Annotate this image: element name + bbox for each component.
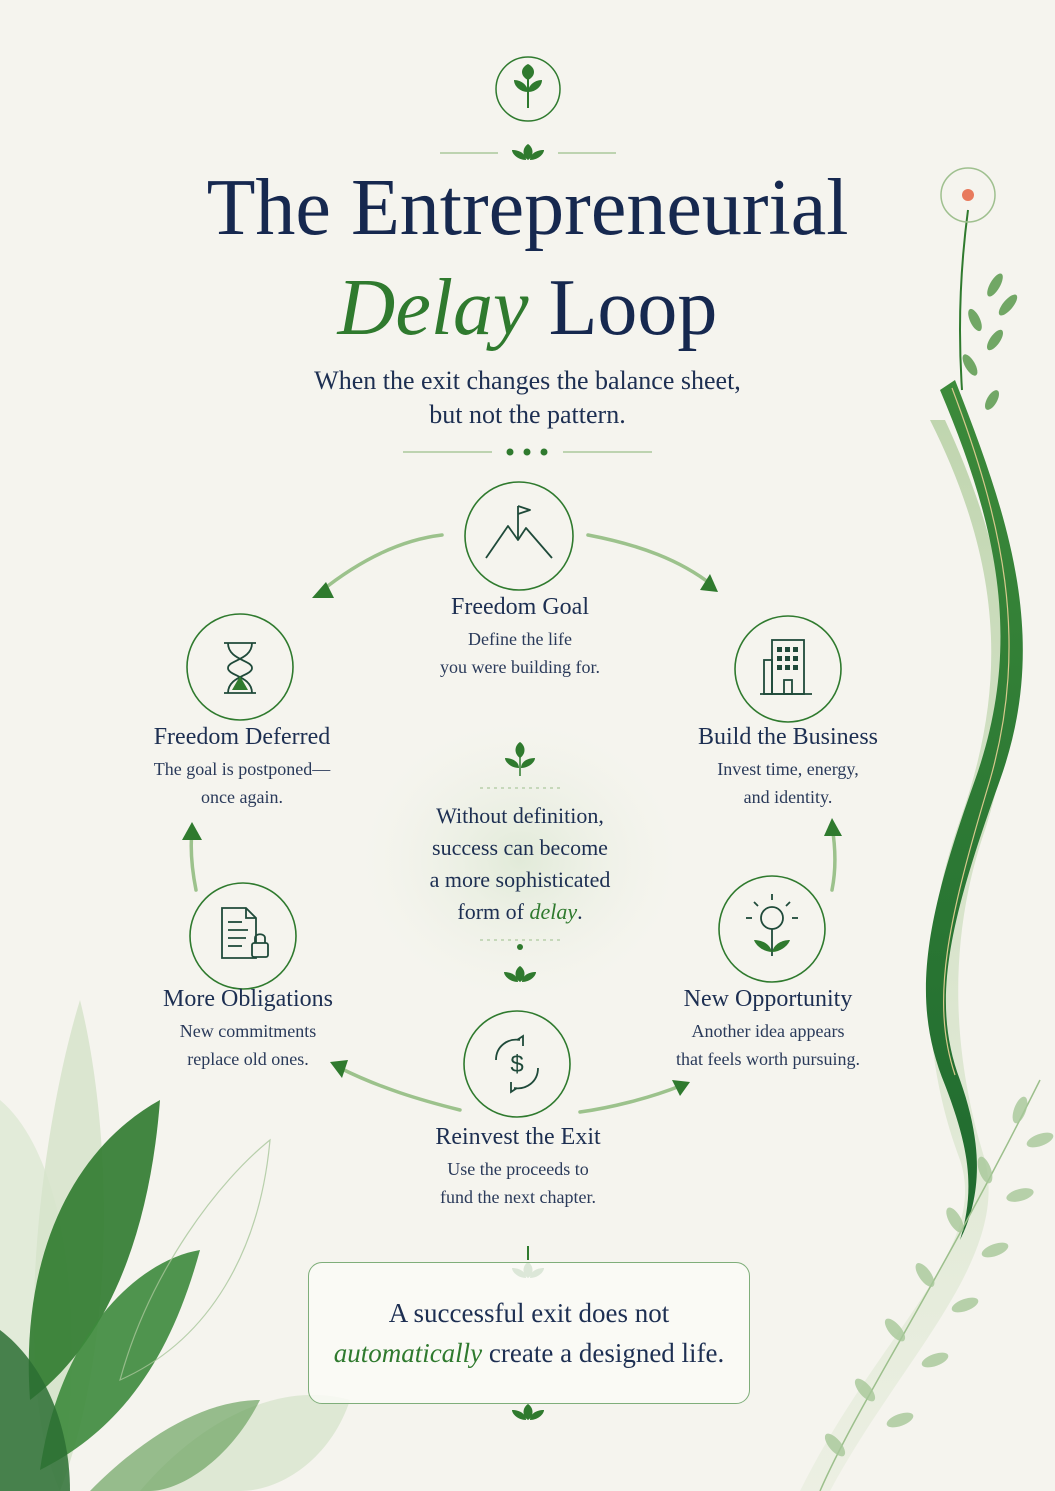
node-title: New Opportunity <box>683 986 853 1012</box>
vine-leaves-top <box>962 273 1018 410</box>
node-desc-line2: and identity. <box>743 787 833 807</box>
center-line2: success can become <box>432 835 608 860</box>
center-accent-word: delay <box>529 899 578 924</box>
vine-dark-ribbon <box>925 380 1023 1240</box>
node-desc-line1: Another idea appears <box>691 1021 845 1041</box>
vine-stem <box>959 209 969 391</box>
center-line4-suffix: . <box>577 899 583 924</box>
fern-leaves <box>824 1096 1054 1457</box>
top-ring <box>495 56 561 122</box>
node-more-obligations: More Obligations New commitments replace… <box>108 986 388 1073</box>
center-line1: Without definition, <box>436 803 604 828</box>
vine-light-ribbon <box>800 420 1010 1491</box>
node-circles <box>186 481 842 1118</box>
node-desc-line1: Define the life <box>468 629 572 649</box>
circle-new-opportunity <box>718 875 826 983</box>
mountain-flag-icon <box>485 505 553 559</box>
node-new-opportunity: New Opportunity Another idea appears tha… <box>628 986 908 1073</box>
center-top-sprout-icon <box>505 742 535 776</box>
center-line3: a more sophisticated <box>429 867 611 892</box>
arrow-goal-to-build <box>586 533 714 587</box>
node-build-business: Build the Business Invest time, energy, … <box>648 724 928 811</box>
callout-line2: automatically create a designed life. <box>309 1333 749 1373</box>
node-title: Freedom Goal <box>451 594 589 620</box>
circle-freedom-deferred <box>186 613 294 721</box>
node-desc-line2: fund the next chapter. <box>440 1187 596 1207</box>
callout-line1: A successful exit does not <box>388 1298 670 1328</box>
hourglass-icon <box>224 642 256 694</box>
subtitle-line1: When the exit changes the balance sheet, <box>314 366 741 395</box>
node-desc-line2: replace old ones. <box>187 1049 309 1069</box>
node-title: Freedom Deferred <box>153 724 331 750</box>
center-dot <box>517 944 523 950</box>
node-title: More Obligations <box>163 986 333 1012</box>
page-title-line2: Delay Loop <box>0 268 1055 348</box>
leaves-bottom-left <box>0 1000 350 1491</box>
hourglass-sand <box>232 676 248 690</box>
divider-dot <box>540 448 548 456</box>
vine-top-ring <box>940 167 996 223</box>
callout-text: A successful exit does not automatically… <box>309 1293 749 1373</box>
node-desc-line1: Use the proceeds to <box>447 1159 589 1179</box>
divider-dot <box>506 448 514 456</box>
document-lock-icon <box>221 907 269 959</box>
lightbulb-sprout-icon <box>746 894 798 956</box>
lightbulb-leaves <box>754 940 790 952</box>
top-sprout-icon <box>514 64 542 108</box>
center-line4-prefix: form of <box>457 899 530 924</box>
building-icon <box>760 639 812 695</box>
divider-dot <box>523 448 531 456</box>
node-desc-line1: New commitments <box>179 1021 317 1041</box>
node-title: Build the Business <box>697 724 878 750</box>
center-line4: form of delay. <box>380 896 660 928</box>
node-desc-line2: once again. <box>201 787 283 807</box>
callout-line2-rest: create a designed life. <box>482 1338 725 1368</box>
callout-accent-word: automatically <box>333 1338 483 1368</box>
center-glow <box>360 720 680 1000</box>
center-message: Without definition, success can become a… <box>380 800 660 928</box>
node-reinvest-exit: Reinvest the Exit Use the proceeds to fu… <box>378 1124 658 1211</box>
callout-box: A successful exit does not automatically… <box>308 1262 750 1404</box>
circle-build-business <box>734 615 842 723</box>
title-accent-word: Delay <box>337 264 529 352</box>
building-windows <box>777 647 798 670</box>
node-freedom-deferred: Freedom Deferred The goal is postponed— … <box>102 724 382 811</box>
arrow-reinvest-to-obligations <box>338 1066 462 1112</box>
node-title: Reinvest the Exit <box>435 1124 601 1150</box>
node-desc-line1: Invest time, energy, <box>717 759 859 779</box>
node-desc-line2: that feels worth pursuing. <box>676 1049 860 1069</box>
center-bottom-sprout-icon <box>504 966 536 982</box>
arrow-reinvest-to-opportunity <box>578 1084 682 1114</box>
dollar-cycle-icon <box>495 1034 539 1094</box>
arrow-heads <box>182 574 842 1096</box>
vine-gold-line <box>943 387 1010 1076</box>
subtitle-line2: but not the pattern. <box>429 400 626 429</box>
top-leaf-ornament <box>512 144 544 160</box>
circle-more-obligations <box>189 882 297 990</box>
callout-bottom-leaf-icon <box>512 1404 544 1420</box>
node-desc-line1: The goal is postponed— <box>153 759 331 779</box>
node-desc-line2: you were building for. <box>440 657 600 677</box>
page-title-line1: The Entrepreneurial <box>206 164 849 252</box>
subtitle: When the exit changes the balance sheet,… <box>0 364 1055 432</box>
vine-top-dot <box>962 189 974 201</box>
circle-reinvest-exit <box>463 1010 571 1118</box>
circle-freedom-goal <box>464 481 574 591</box>
node-freedom-goal: Freedom Goal Define the life you were bu… <box>380 594 660 681</box>
title-rest: Loop <box>528 264 718 352</box>
dollar-sign: $ <box>510 1051 523 1078</box>
arrow-goal-to-deferred <box>318 533 444 594</box>
